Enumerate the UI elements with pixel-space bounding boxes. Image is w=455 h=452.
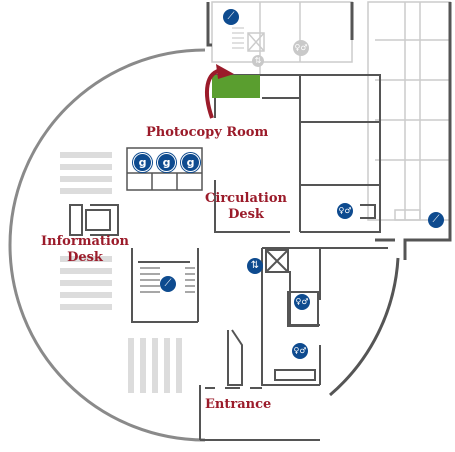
stairs-icon: ⟋ bbox=[160, 276, 176, 292]
circulation-desk-label: Circulation Desk bbox=[204, 191, 288, 223]
information-desk-label-line2: Desk bbox=[67, 250, 103, 265]
photocopy-room-highlight bbox=[212, 75, 260, 98]
stairs-icon: ⟋ bbox=[428, 212, 444, 228]
restroom-icon: ♀♂ bbox=[293, 40, 309, 56]
restroom-icon: ♀♂ bbox=[337, 203, 353, 219]
photocopy-room-label: Photocopy Room bbox=[146, 125, 269, 140]
information-desk-label-line1: Information bbox=[41, 234, 129, 249]
information-desk-label: Information Desk bbox=[38, 234, 132, 266]
elevator-icon: ⇅ bbox=[252, 55, 264, 67]
circulation-desk-label-line2: Desk bbox=[228, 207, 264, 222]
restroom-icon: ♀♂ bbox=[292, 343, 308, 359]
copier-icon: g bbox=[157, 153, 176, 172]
copier-icon: g bbox=[133, 153, 152, 172]
copier-icon: g bbox=[181, 153, 200, 172]
restroom-icon: ♀♂ bbox=[294, 294, 310, 310]
circulation-desk-label-line1: Circulation bbox=[205, 191, 287, 206]
elevator-icon: ⇅ bbox=[247, 258, 263, 274]
stairs-icon: ⟋ bbox=[223, 9, 239, 25]
entrance-label: Entrance bbox=[205, 397, 272, 412]
